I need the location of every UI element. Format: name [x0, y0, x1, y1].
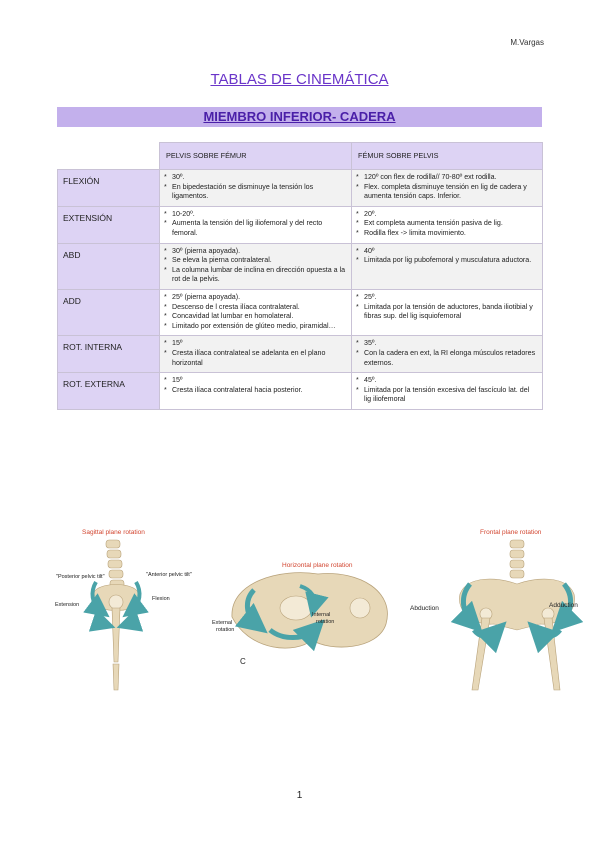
pelvis-cell: 30º (pierna apoyada).Se eleva la pierna … — [159, 242, 352, 290]
bullet-item: 30º. — [164, 173, 347, 183]
sagittal-plane-figure: Sagittal plane rotation "Posterior pelvi… — [55, 529, 192, 691]
label-extension: Extension — [55, 602, 79, 608]
figure-letter-c: C — [240, 657, 246, 666]
pelvis-cell: 10-20º.Aumenta la tensión del lig iliofe… — [159, 205, 352, 244]
table-row: ADD25º (pierna apoyada).Descenso de l cr… — [57, 288, 543, 337]
anatomy-figures: Sagittal plane rotation "Posterior pelvi… — [55, 529, 584, 691]
row-label: EXTENSIÓN — [57, 205, 160, 244]
bullet-list: 45º.Limitada por la tensión excesiva del… — [356, 376, 538, 405]
bullet-item: Flex. completa disminuye tensión en lig … — [356, 183, 538, 202]
section-banner: MIEMBRO INFERIOR- CADERA — [57, 107, 542, 127]
bullet-list: 20º.Ext completa aumenta tensión pasiva … — [356, 210, 538, 239]
author-name: M.Vargas — [510, 38, 544, 47]
bullet-item: 40º — [356, 247, 538, 257]
row-label: FLEXIÓN — [57, 169, 160, 207]
table-row: ABD30º (pierna apoyada).Se eleva la pier… — [57, 242, 543, 290]
label-posterior-tilt: "Posterior pelvic tilt" — [56, 574, 105, 580]
row-label: ADD — [57, 288, 160, 337]
section-title: MIEMBRO INFERIOR- CADERA — [203, 109, 396, 124]
bullet-item: 15º — [164, 376, 347, 386]
label-flexion: Flexion — [152, 596, 170, 602]
row-label: ROT. EXTERNA — [57, 372, 160, 410]
bullet-item: Cresta ilíaca contralateral hacia poster… — [164, 386, 347, 396]
label-adduction: Adduction — [549, 602, 578, 609]
bullet-item: Se eleva la pierna contralateral. — [164, 256, 347, 266]
bullet-list: 40ºLimitada por lig pubofemoral y muscul… — [356, 247, 538, 266]
femur-cell: 45º.Limitada por la tensión excesiva del… — [351, 372, 543, 410]
bullet-item: 30º (pierna apoyada). — [164, 247, 347, 257]
bullet-item: Con la cadera en ext, la RI elonga múscu… — [356, 349, 538, 368]
bullet-item: 10-20º. — [164, 210, 347, 220]
pelvis-cell: 15ºCresta ilíaca contralateal se adelant… — [159, 335, 352, 374]
bullet-list: 30º.En bipedestación se disminuye la ten… — [164, 173, 347, 202]
bullet-item: 45º. — [356, 376, 538, 386]
label-anterior-tilt: "Anterior pelvic tilt" — [146, 572, 192, 578]
bullet-item: 25º (pierna apoyada). — [164, 293, 347, 303]
pelvis-cell: 30º.En bipedestación se disminuye la ten… — [159, 169, 352, 207]
table-header-row: PELVIS SOBRE FÉMUR FÉMUR SOBRE PELVIS — [57, 142, 543, 170]
bullet-list: 25º.Limitada por la tensión de aductores… — [356, 293, 538, 322]
bullet-item: Limitada por lig pubofemoral y musculatu… — [356, 256, 538, 266]
col-header-femur: FÉMUR SOBRE PELVIS — [351, 142, 543, 170]
page-title: TABLAS DE CINEMÁTICA — [210, 71, 389, 88]
bullet-list: 35º.Con la cadera en ext, la RI elonga m… — [356, 339, 538, 368]
pelvis-cell: 15ºCresta ilíaca contralateral hacia pos… — [159, 372, 352, 410]
bullet-item: En bipedestación se disminuye la tensión… — [164, 183, 347, 202]
bullet-list: 25º (pierna apoyada).Descenso de l crest… — [164, 293, 347, 331]
page-number: 1 — [296, 790, 303, 801]
table-row: ROT. INTERNA15ºCresta ilíaca contralatea… — [57, 335, 543, 374]
femur-cell: 20º.Ext completa aumenta tensión pasiva … — [351, 205, 543, 244]
bullet-item: Cresta ilíaca contralateal se adelanta e… — [164, 349, 347, 368]
femur-cell: 35º.Con la cadera en ext, la RI elonga m… — [351, 335, 543, 374]
row-label: ABD — [57, 242, 160, 290]
horizontal-title: Horizontal plane rotation — [282, 562, 353, 569]
col-header-pelvis: PELVIS SOBRE FÉMUR — [159, 142, 352, 170]
frontal-title: Frontal plane rotation — [480, 529, 542, 536]
bullet-item: Rodilla flex -> limita movimiento. — [356, 229, 538, 239]
bullet-list: 30º (pierna apoyada).Se eleva la pierna … — [164, 247, 347, 285]
bullet-list: 15ºCresta ilíaca contralateal se adelant… — [164, 339, 347, 368]
pelvis-cell: 25º (pierna apoyada).Descenso de l crest… — [159, 288, 352, 337]
bullet-item: Concavidad lat lumbar en homolateral. — [164, 312, 347, 322]
table-row: FLEXIÓN30º.En bipedestación se disminuye… — [57, 169, 543, 207]
table-row: EXTENSIÓN10-20º.Aumenta la tensión del l… — [57, 205, 543, 244]
femur-cell: 120º con flex de rodilla// 70-80º ext ro… — [351, 169, 543, 207]
bullet-item: 15º — [164, 339, 347, 349]
bullet-item: La columna lumbar de inclina en direcció… — [164, 266, 347, 285]
bullet-list: 15ºCresta ilíaca contralateral hacia pos… — [164, 376, 347, 395]
bullet-list: 10-20º.Aumenta la tensión del lig iliofe… — [164, 210, 347, 239]
bullet-item: Limitado por extensión de glúteo medio, … — [164, 322, 347, 332]
label-abduction: Abduction — [410, 605, 439, 612]
bullet-item: 25º. — [356, 293, 538, 303]
bullet-item: Limitada por la tensión excesiva del fas… — [356, 386, 538, 405]
femur-cell: 40ºLimitada por lig pubofemoral y muscul… — [351, 242, 543, 290]
figures-row: Sagittal plane rotation "Posterior pelvi… — [0, 512, 599, 692]
frontal-plane-figure: Frontal plane rotation Abduction Adducti… — [410, 529, 584, 691]
kinematics-table: PELVIS SOBRE FÉMUR FÉMUR SOBRE PELVIS FL… — [57, 142, 543, 410]
bullet-item: 20º. — [356, 210, 538, 220]
bullet-list: 120º con flex de rodilla// 70-80º ext ro… — [356, 173, 538, 202]
bullet-item: Aumenta la tensión del lig iliofemoral y… — [164, 219, 347, 238]
table-corner — [57, 142, 160, 170]
table-row: ROT. EXTERNA15ºCresta ilíaca contralater… — [57, 372, 543, 410]
bullet-item: Ext completa aumenta tensión pasiva de l… — [356, 219, 538, 229]
sagittal-title: Sagittal plane rotation — [82, 529, 145, 536]
bullet-item: 120º con flex de rodilla// 70-80º ext ro… — [356, 173, 538, 183]
bullet-item: Descenso de l cresta ilíaca contralatera… — [164, 303, 347, 313]
row-label: ROT. INTERNA — [57, 335, 160, 374]
femur-cell: 25º.Limitada por la tensión de aductores… — [351, 288, 543, 337]
bullet-item: Limitada por la tensión de aductores, ba… — [356, 303, 538, 322]
bullet-item: 35º. — [356, 339, 538, 349]
